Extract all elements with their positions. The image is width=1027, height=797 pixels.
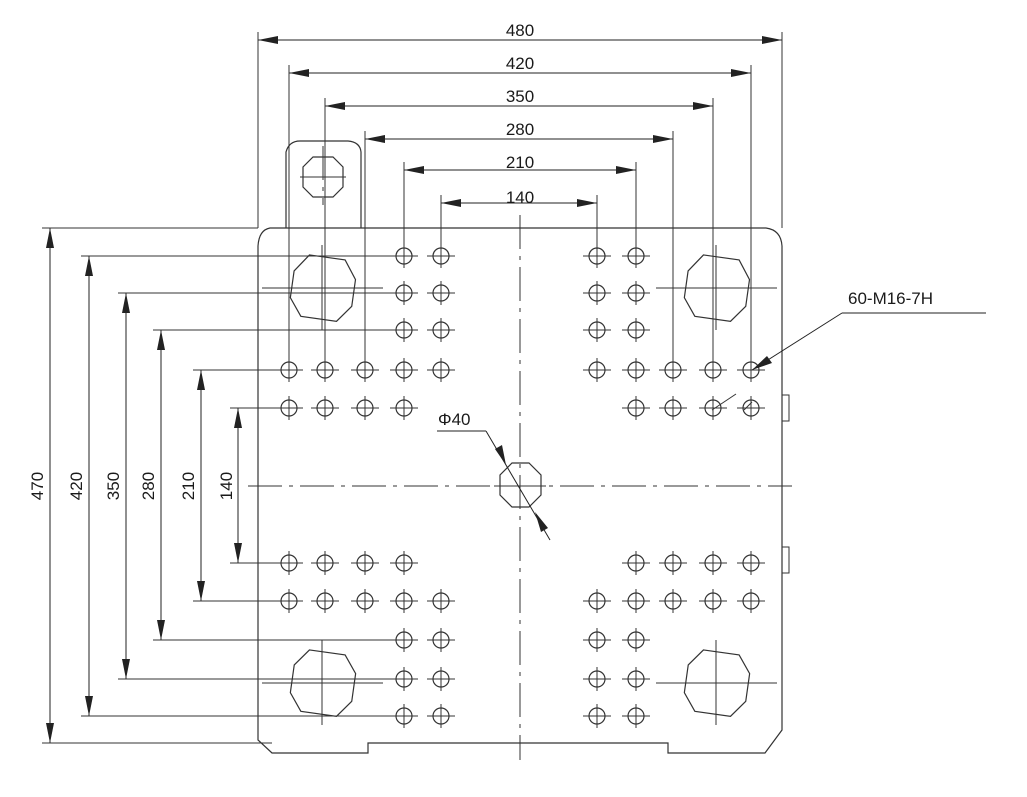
threaded-hole xyxy=(390,551,418,575)
threaded-hole xyxy=(351,396,379,420)
threaded-hole xyxy=(351,551,379,575)
tie-bar-bottom-right xyxy=(656,640,777,725)
side-notch-upper xyxy=(781,394,790,422)
threaded-hole xyxy=(583,358,611,382)
threaded-hole xyxy=(427,318,455,342)
dim-350-vertical: 350 xyxy=(104,472,123,500)
threaded-hole xyxy=(583,667,611,691)
threaded-hole xyxy=(427,281,455,305)
threaded-hole xyxy=(390,589,418,613)
threaded-hole xyxy=(583,318,611,342)
threaded-hole xyxy=(583,704,611,728)
threaded-hole xyxy=(622,704,650,728)
dim-420: 420 xyxy=(506,54,534,73)
threaded-hole xyxy=(622,318,650,342)
threaded-hole xyxy=(622,358,650,382)
threaded-hole xyxy=(737,551,765,575)
threaded-hole xyxy=(427,589,455,613)
threaded-hole xyxy=(390,358,418,382)
center-locating-hole xyxy=(494,462,546,508)
threaded-hole xyxy=(622,589,650,613)
threaded-hole xyxy=(622,551,650,575)
dim-420-vertical: 420 xyxy=(67,472,86,500)
dim-280: 280 xyxy=(506,120,534,139)
threaded-hole xyxy=(622,667,650,691)
dim-210-vertical: 210 xyxy=(179,472,198,500)
threaded-hole xyxy=(583,281,611,305)
side-notch-lower xyxy=(781,546,790,574)
vertical-dimensions: 470 420 350 280 210 140 xyxy=(28,227,404,744)
threaded-hole xyxy=(583,628,611,652)
threaded-hole xyxy=(311,551,339,575)
threaded-hole xyxy=(659,396,687,420)
threaded-hole xyxy=(737,396,765,420)
threaded-hole xyxy=(427,667,455,691)
threaded-hole xyxy=(427,704,455,728)
threaded-hole xyxy=(390,396,418,420)
center-hole-callout-text: Φ40 xyxy=(438,410,470,429)
threaded-hole xyxy=(427,358,455,382)
threaded-hole xyxy=(427,628,455,652)
threaded-hole xyxy=(659,551,687,575)
dim-210: 210 xyxy=(506,153,534,172)
threaded-hole xyxy=(622,628,650,652)
tie-bar-top-left xyxy=(262,245,383,330)
threaded-hole xyxy=(699,551,727,575)
dim-480: 480 xyxy=(506,21,534,40)
dim-140-vertical: 140 xyxy=(217,472,236,500)
center-hole-callout: Φ40 xyxy=(437,410,551,541)
hole-callout-text: 60-M16-7H xyxy=(848,289,933,308)
platen-outline xyxy=(257,227,783,754)
threaded-hole xyxy=(311,396,339,420)
hole-callout: 60-M16-7H xyxy=(711,289,986,411)
threaded-hole xyxy=(351,589,379,613)
lifting-tab xyxy=(285,140,362,228)
tie-bar-top-right xyxy=(656,245,777,330)
dim-350: 350 xyxy=(506,87,534,106)
threaded-hole xyxy=(583,589,611,613)
threaded-hole xyxy=(622,396,650,420)
horizontal-dimensions: 480 420 350 280 210 140 xyxy=(257,21,783,370)
tab-eye-hole xyxy=(300,156,346,198)
dim-280-vertical: 280 xyxy=(139,472,158,500)
threaded-hole xyxy=(699,589,727,613)
threaded-hole xyxy=(622,281,650,305)
dim-470: 470 xyxy=(28,472,47,500)
threaded-hole xyxy=(311,589,339,613)
tie-bar-bottom-left xyxy=(262,640,383,725)
dim-140: 140 xyxy=(506,188,534,207)
threaded-hole xyxy=(737,589,765,613)
threaded-hole xyxy=(659,589,687,613)
threaded-hole xyxy=(699,396,727,420)
